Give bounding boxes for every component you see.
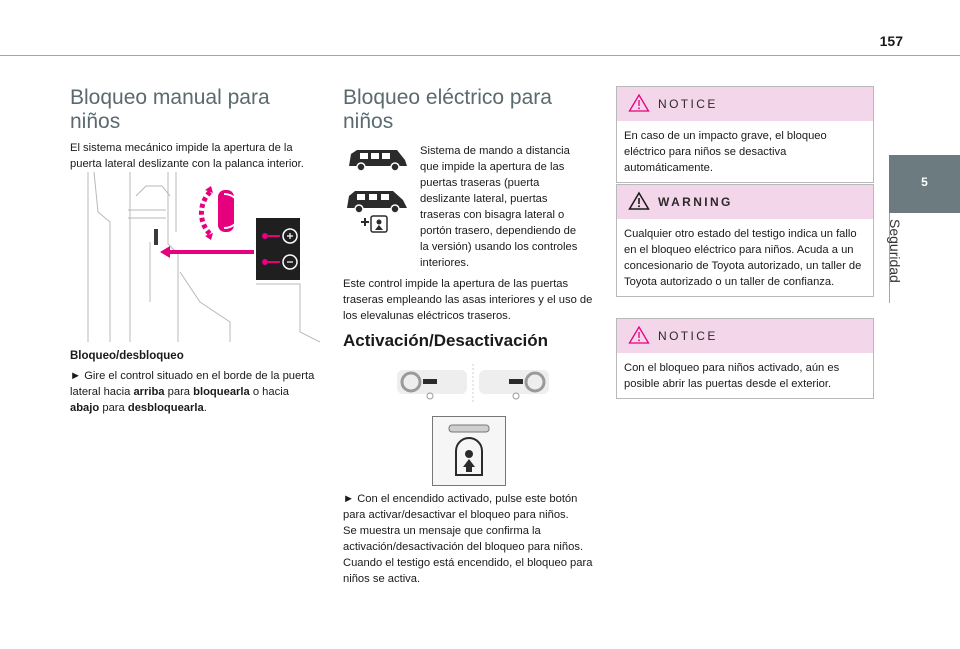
warning-triangle-icon [628,191,650,210]
door-lever-illustration [70,171,321,344]
chapter-title: Seguridad [887,219,903,283]
instruction-text: Gire el control situado en el borde de l… [70,370,315,398]
notice-box-2: NOTICE Con el bloqueo para niños activad… [616,318,874,399]
arrow-bullet-icon: ► [70,370,82,382]
manual-lock-intro: El sistema mecánico impide la apertura d… [70,142,304,170]
electric-lock-intro: Sistema de mando a distancia que impide … [420,145,578,269]
child-lock-icon [455,437,483,476]
instruction-period: . [203,402,207,414]
chapter-divider [889,213,890,303]
instruction-text: o hacia [252,386,289,398]
activation-message-text: Se muestra un mensaje que confirma la ac… [343,525,584,553]
chapter-number: 5 [921,175,928,189]
notice-header: NOTICE [617,87,873,121]
van-icon-2 [347,191,407,214]
warning-text: Cualquier otro estado del testigo indica… [624,228,862,288]
notice-label: NOTICE [658,97,718,111]
instruction-up: arriba [133,386,165,398]
warning-header: WARNING [617,185,873,219]
warning-label: WARNING [658,195,733,209]
manual-lock-instruction: ► Gire el control situado en el borde de… [70,368,320,416]
instruction-lock: bloquearla [193,386,250,398]
page-number: 157 [879,33,903,49]
notice-box-1: NOTICE En caso de un impacto grave, el b… [616,86,874,183]
instruction-text: Con el encendido activado, pulse este bo… [343,493,578,521]
arrow-bullet-icon: ► [343,493,355,505]
activation-indicator-text: Cuando el testigo está encendido, el blo… [343,557,593,585]
notice-text: En caso de un impacto grave, el bloqueo … [624,130,827,174]
notice-label: NOTICE [658,329,718,343]
instruction-down: abajo [70,402,100,414]
instruction-text: para [167,386,191,398]
van-icon [349,150,407,172]
instruction-text: para [102,402,125,414]
chapter-tab[interactable]: 5 [889,155,960,213]
instruction-unlock: desbloquearla [127,402,204,414]
warning-triangle-icon [628,93,650,112]
electric-lock-body: Este control impide la apertura de las p… [343,278,593,322]
manual-lock-section: Bloqueo manual para niños El sistema mec… [70,86,321,414]
electric-lock-section: Bloqueo eléctrico para niños [343,86,603,585]
notice-header: NOTICE [617,319,873,353]
chapter-label: Seguridad [887,219,913,299]
child-lock-button-image [432,416,506,486]
warning-box: WARNING Cualquier otro estado del testig… [616,184,874,297]
manual-lock-subheading: Bloqueo/desbloqueo [70,350,184,362]
activation-subheading: Activación/Desactivación [343,331,549,350]
manual-lock-title: Bloqueo manual para niños [70,86,270,133]
dashboard-button-illustration [393,364,553,404]
warning-triangle-icon [628,325,650,344]
van-icons [343,144,413,244]
notice-text: Con el bloqueo para niños activado, aún … [624,362,840,390]
header-rule [0,55,960,56]
electric-lock-title: Bloqueo eléctrico para niños [343,86,552,133]
activation-instruction: ► Con el encendido activado, pulse este … [343,491,601,523]
